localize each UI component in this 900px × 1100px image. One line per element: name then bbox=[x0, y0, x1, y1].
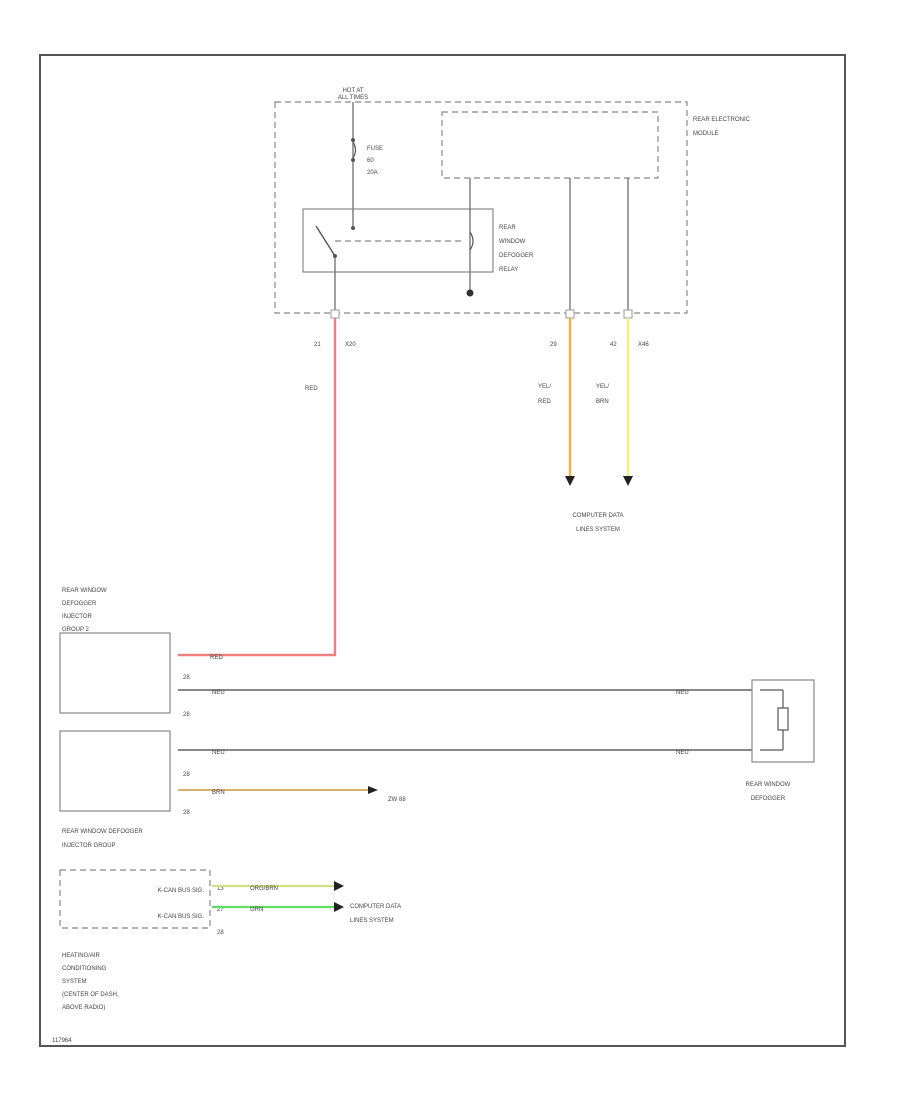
neu-bottom-label: NEU bbox=[212, 750, 225, 756]
hvac-connector-id: 28 bbox=[217, 930, 224, 936]
data-lines-top-2: LINES SYSTEM bbox=[576, 527, 620, 533]
red-wire-short-label: RED bbox=[210, 655, 223, 661]
arrow-down-icon bbox=[565, 476, 633, 486]
relay-label-1: REAR bbox=[499, 225, 516, 231]
injector-a-label-4: GROUP 2 bbox=[62, 627, 90, 633]
injector-group-box bbox=[59, 730, 171, 812]
module-label-1: REAR ELECTRONIC bbox=[693, 117, 751, 123]
injector-a-label-3: INJECTOR bbox=[62, 614, 93, 620]
diagram-id: 117964 bbox=[52, 1038, 72, 1044]
neu-top-label: NEU bbox=[212, 690, 225, 696]
fuse-label-3: 20A bbox=[367, 170, 378, 176]
hvac-label-1: HEATING/AIR bbox=[62, 953, 101, 959]
hvac-label-2: CONDITIONING bbox=[62, 966, 107, 972]
injector-a-label-1: REAR WINDOW bbox=[62, 588, 107, 594]
hvac-module-outline bbox=[59, 869, 211, 929]
diagram-frame bbox=[39, 54, 846, 1047]
injector-b-label-1: REAR WINDOW DEFOGGER bbox=[62, 829, 143, 835]
connector-pin-right: 42 bbox=[610, 342, 617, 348]
yel-red-label-1: YEL/ bbox=[538, 384, 551, 390]
injector-a-pin-1: 28 bbox=[183, 675, 190, 681]
relay-switch-icon bbox=[315, 225, 355, 258]
brn-wire-label: BRN bbox=[212, 790, 225, 796]
neu-top-right-label: NEU bbox=[676, 690, 689, 696]
red-wire-label: RED bbox=[305, 386, 318, 392]
heating-element-icon bbox=[760, 689, 789, 751]
connector-pin-icon bbox=[330, 309, 633, 319]
injector-b-pin-2: 28 bbox=[183, 810, 190, 816]
injector-a-label-2: DEFOGGER bbox=[62, 601, 97, 607]
rear-electronic-module-outline bbox=[274, 101, 688, 314]
grn-label: GRN bbox=[250, 907, 263, 913]
injector-b-label-2: INJECTOR GROUP bbox=[62, 843, 116, 849]
hot-label-1: HOT AT bbox=[342, 88, 363, 94]
hvac-pin-1: 13 bbox=[217, 886, 224, 892]
connector-pin-mid: 29 bbox=[550, 342, 557, 348]
org-brn-label: ORG/BRN bbox=[250, 886, 278, 892]
arrow-right-icon bbox=[334, 881, 344, 912]
injector-a-pin-2: 28 bbox=[183, 712, 190, 718]
relay-coil-icon bbox=[469, 231, 474, 251]
ground-label: ZW 88 bbox=[388, 797, 406, 803]
hvac-label-3: SYSTEM bbox=[62, 979, 87, 985]
connector-pin-left: 21 bbox=[314, 342, 321, 348]
relay-ground-icon bbox=[466, 289, 474, 297]
fuse-label-1: FUSE bbox=[367, 146, 383, 152]
relay-box bbox=[302, 208, 494, 273]
hvac-signal-1: K-CAN BUS SIG. bbox=[158, 888, 205, 894]
defogger-label-1: REAR WINDOW bbox=[746, 782, 791, 788]
module-control-unit-outline bbox=[441, 111, 659, 179]
hvac-signal-2: K-CAN BUS SIG. bbox=[158, 914, 205, 920]
hvac-label-4: (CENTER OF DASH, bbox=[62, 992, 119, 998]
data-lines-bottom-2: LINES SYSTEM bbox=[350, 918, 394, 924]
connector-id-left: X20 bbox=[345, 342, 356, 348]
yel-red-label-2: RED bbox=[538, 399, 551, 405]
ground-arrow-icon bbox=[368, 786, 378, 794]
module-label-2: MODULE bbox=[693, 131, 719, 137]
red-wire bbox=[178, 318, 337, 657]
relay-label-4: RELAY bbox=[499, 267, 518, 273]
relay-label-3: DEFOGGER bbox=[499, 253, 534, 259]
data-lines-bottom-1: COMPUTER DATA bbox=[350, 904, 401, 910]
injector-b-pin-1: 28 bbox=[183, 772, 190, 778]
data-lines-top-1: COMPUTER DATA bbox=[572, 513, 623, 519]
yel-brn-label-1: YEL/ bbox=[596, 384, 609, 390]
hvac-pin-2: 27 bbox=[217, 907, 224, 913]
connector-id-right: X46 bbox=[638, 342, 649, 348]
neu-bottom-right-label: NEU bbox=[676, 750, 689, 756]
injector-group-2-box bbox=[59, 632, 171, 714]
hvac-label-5: ABOVE RADIO) bbox=[62, 1005, 105, 1011]
defogger-label-2: DEFOGGER bbox=[751, 796, 786, 802]
fuse-icon bbox=[351, 138, 357, 162]
fuse-label-2: 60 bbox=[367, 158, 374, 164]
relay-label-2: WINDOW bbox=[499, 239, 526, 245]
hot-label-2: ALL TIMES bbox=[338, 95, 368, 101]
yel-brn-label-2: BRN bbox=[596, 399, 609, 405]
